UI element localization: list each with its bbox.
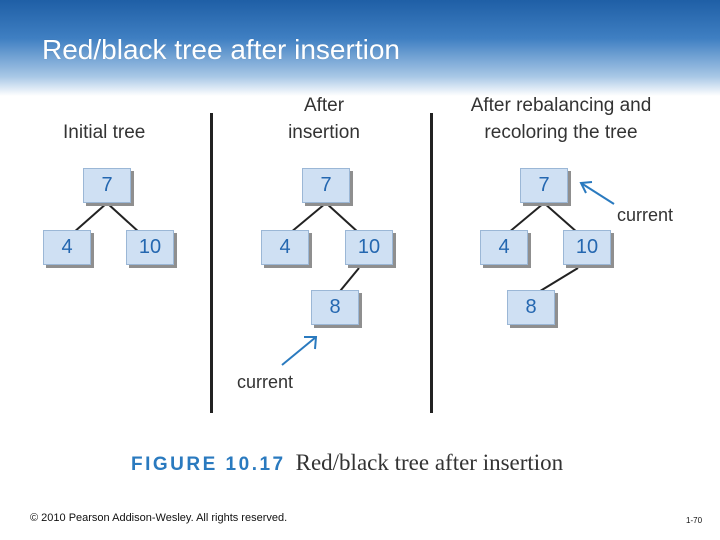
tree-node: 10 <box>345 230 393 265</box>
caption-text: Red/black tree after insertion <box>295 450 564 475</box>
edge-7-10 <box>106 202 141 234</box>
slide-title: Red/black tree after insertion <box>42 34 400 65</box>
copyright-footer: © 2010 Pearson Addison-Wesley. All right… <box>30 512 288 524</box>
panel-divider <box>430 113 433 413</box>
edge-7-10 <box>325 202 360 234</box>
tree-node: 8 <box>311 290 359 325</box>
title-banner: Red/black tree after insertion <box>0 0 720 96</box>
tree-edges <box>72 181 615 366</box>
page-number: 1-70 <box>686 516 703 525</box>
figure-caption: FIGURE 10.17 Red/black tree after inserti… <box>131 450 563 476</box>
edge-7-10 <box>543 202 579 234</box>
edge-7-4 <box>507 202 545 234</box>
tree-node: 10 <box>563 230 611 265</box>
panel-heading: insertion <box>288 122 360 143</box>
tree-node: 7 <box>520 168 568 203</box>
edge-7-4 <box>72 202 108 234</box>
tree-node: 10 <box>126 230 174 265</box>
tree-node: 4 <box>43 230 91 265</box>
panel-heading: Initial tree <box>63 122 146 143</box>
panel-divider <box>210 113 213 413</box>
tree-node: 7 <box>83 168 131 203</box>
current-arrow-icon <box>579 181 615 205</box>
figure: Initial tree 7 4 10 After insertion 7 4 … <box>36 95 688 413</box>
tree-node: 7 <box>302 168 350 203</box>
current-arrow-icon <box>281 336 318 366</box>
panel-heading: After rebalancing and <box>470 95 652 116</box>
current-label: current <box>237 372 294 392</box>
current-label: current <box>617 205 674 225</box>
panel-heading: recoloring the tree <box>484 122 638 143</box>
caption-label: FIGURE 10.17 <box>131 454 286 475</box>
tree-node: 4 <box>261 230 309 265</box>
panel-heading: After <box>303 95 345 116</box>
edge-7-4 <box>289 202 327 234</box>
tree-node: 8 <box>507 290 555 325</box>
tree-node: 4 <box>480 230 528 265</box>
